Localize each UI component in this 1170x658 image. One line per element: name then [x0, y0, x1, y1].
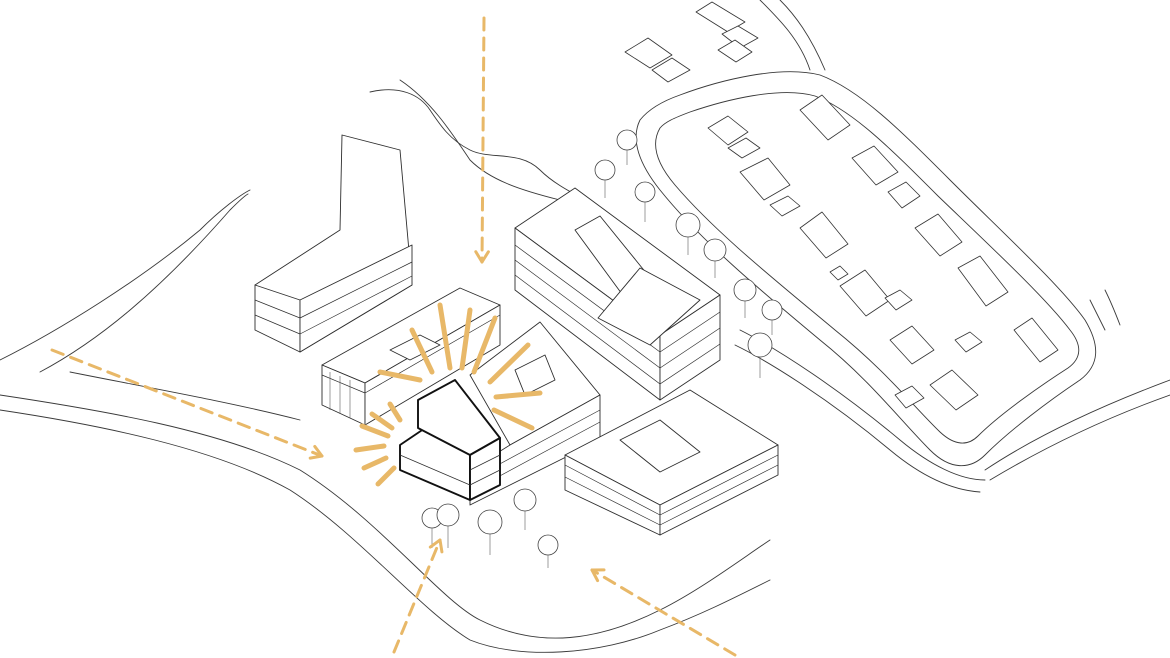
house: [1013, 317, 1059, 363]
tree: [477, 509, 503, 555]
block-south: [564, 389, 779, 536]
approach-arrow-southwest: [392, 538, 442, 654]
house: [829, 265, 849, 281]
road-lower-curve-2: [0, 409, 771, 653]
tree: [761, 299, 783, 335]
sun-ray: [487, 342, 531, 385]
house: [839, 269, 891, 317]
house: [624, 37, 673, 69]
tree: [436, 503, 460, 548]
tree: [594, 159, 616, 198]
house: [799, 211, 849, 259]
tree: [733, 278, 757, 318]
residential-loop-outer: [635, 71, 1097, 467]
road-to-loop-2: [734, 344, 981, 493]
approach-arrow-west: [50, 348, 324, 458]
house: [799, 94, 851, 141]
road-right-lower-2: [989, 394, 1170, 481]
approach-arrow-north: [480, 16, 486, 264]
house: [651, 57, 691, 83]
house: [914, 213, 963, 257]
road-top-right-2: [779, 0, 826, 71]
road-right-spur: [1104, 289, 1121, 326]
sun-ray: [437, 302, 453, 371]
house: [739, 157, 791, 201]
sun-ray: [369, 411, 395, 431]
tree: [675, 212, 701, 255]
house: [894, 385, 925, 409]
road-top-right: [759, 0, 811, 71]
creek-line: [369, 89, 611, 216]
road-to-loop: [739, 329, 986, 481]
approach-arrow-north-head: [474, 250, 490, 264]
creek-line-2: [399, 79, 561, 201]
houses: [624, 1, 1059, 411]
house: [889, 325, 935, 365]
sun-ray: [491, 407, 535, 431]
house: [727, 137, 761, 159]
tree: [703, 238, 727, 278]
arrow-heads: [308, 250, 606, 583]
house: [769, 195, 801, 217]
sun-ray: [459, 307, 473, 371]
house: [695, 1, 746, 33]
path-lower-left: [69, 371, 301, 421]
tree: [537, 534, 559, 568]
house: [954, 331, 983, 353]
sun-ray: [377, 369, 423, 383]
residential-loop-inner: [655, 92, 1080, 444]
sun-ray: [375, 465, 397, 487]
tree: [513, 488, 537, 530]
road-lower-curve: [0, 394, 771, 639]
tree: [634, 181, 656, 222]
road-upper-left-edge-2: [39, 193, 249, 373]
new-building-focus: [399, 379, 501, 501]
sun-ray: [353, 443, 387, 453]
sun-ray: [387, 401, 403, 423]
road-upper-left-edge: [0, 189, 251, 361]
approach-arrow-southeast: [590, 568, 737, 657]
sun-ray: [409, 327, 435, 375]
house: [887, 181, 921, 209]
existing-tower-l-shape: [254, 134, 413, 353]
approach-arrow-southwest-head: [428, 538, 444, 554]
sun-burst-highlight: [353, 302, 543, 487]
tree: [616, 129, 638, 165]
trees: [421, 129, 783, 568]
sun-ray: [471, 315, 498, 375]
sun-ray: [359, 423, 391, 439]
road-right-lower: [984, 379, 1170, 471]
house: [851, 145, 899, 186]
house: [707, 115, 749, 146]
house: [957, 255, 1009, 307]
road-right-edge: [1089, 299, 1106, 331]
tree: [747, 332, 773, 378]
block-north: [514, 187, 721, 401]
approach-arrow-southeast-head: [590, 568, 606, 583]
house: [929, 369, 979, 411]
sun-ray: [361, 455, 389, 471]
house: [884, 289, 913, 311]
sun-ray: [493, 390, 543, 400]
house: [717, 39, 753, 63]
approach-arrows: [50, 16, 737, 657]
approach-arrow-west-head: [308, 444, 324, 460]
